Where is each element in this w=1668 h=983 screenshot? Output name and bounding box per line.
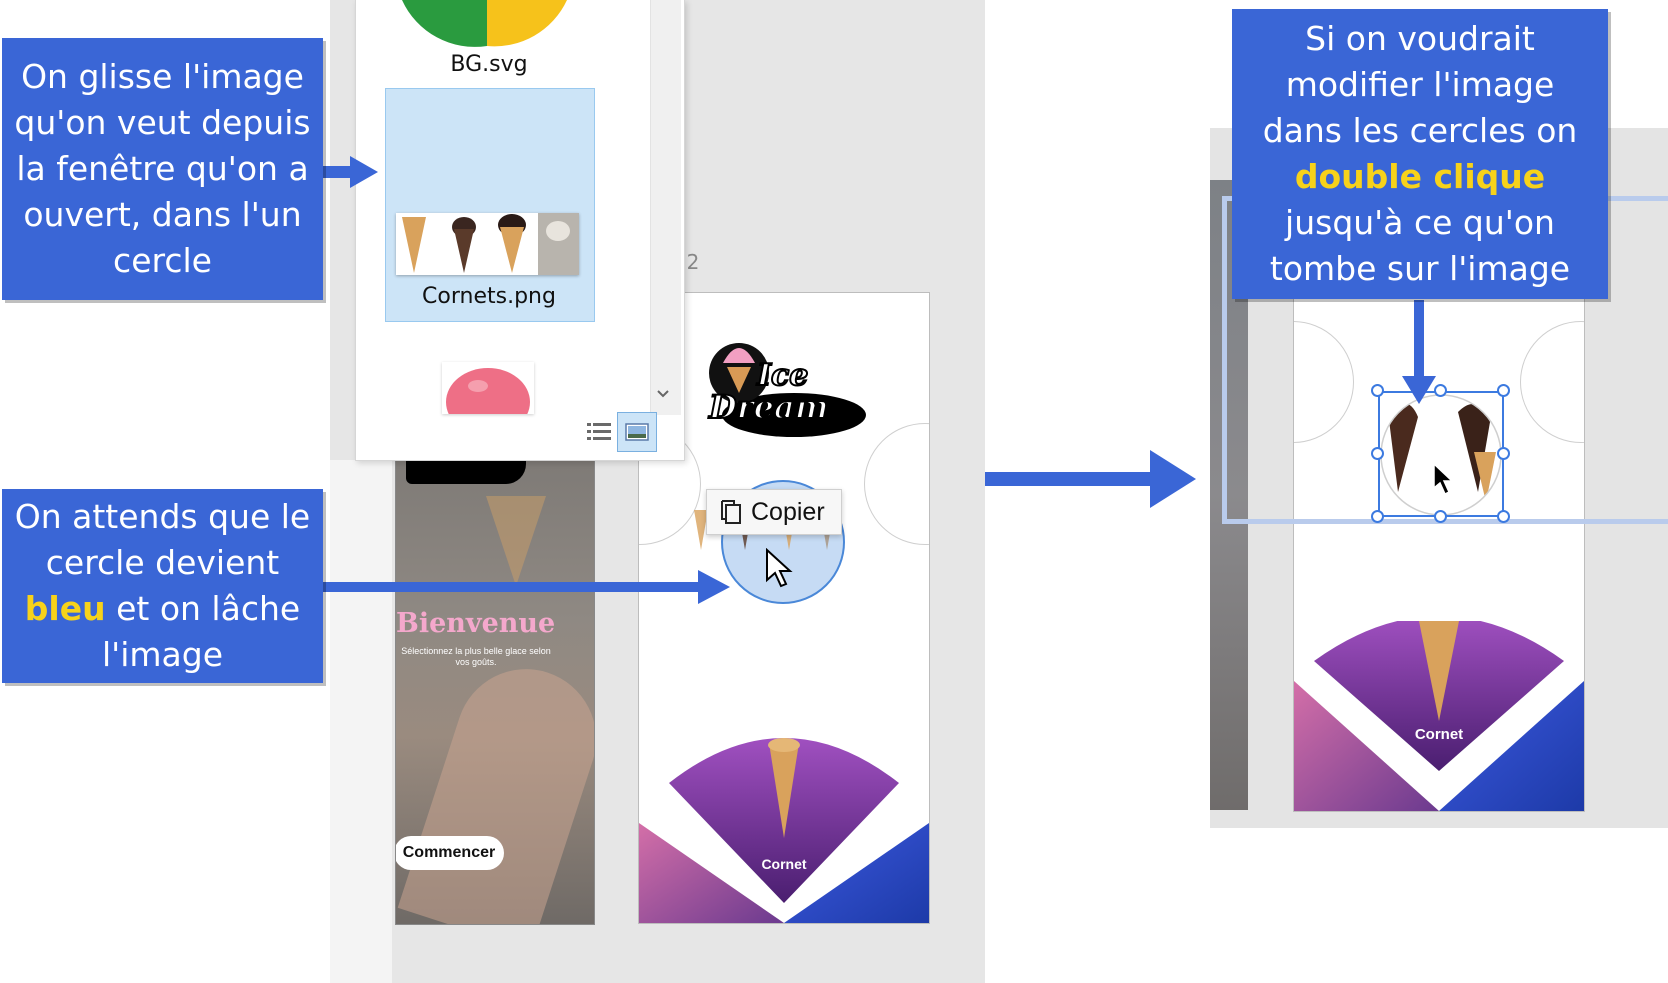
scoop-image-thumbnail[interactable]: [442, 362, 534, 414]
resize-handle-top-left[interactable]: [1371, 384, 1384, 397]
file-name-cornets-png[interactable]: Cornets.png: [422, 284, 556, 309]
cornets-png-thumbnail: [396, 213, 579, 275]
category-wheel[interactable]: Cornet: [639, 733, 929, 923]
logo-line-2: Dream: [708, 388, 829, 426]
zoomed-selection-page[interactable]: Cornet: [1293, 200, 1585, 812]
welcome-title: Bienvenue: [396, 608, 556, 639]
cone-photo: [486, 496, 546, 586]
file-item-cornets-png-selected[interactable]: [385, 88, 595, 322]
zoomed-category-wheel[interactable]: Cornet: [1294, 621, 1584, 811]
arrow-to-zoom-head: [1150, 450, 1196, 508]
mouse-cursor-icon: [766, 548, 793, 588]
callout-wait-text-2: et on lâche l'image: [101, 589, 301, 674]
resize-handle-left[interactable]: [1371, 447, 1384, 460]
ice-dream-logo: Ice Dream: [707, 343, 866, 437]
resize-handle-right[interactable]: [1497, 447, 1510, 460]
callout-edit-text-1: Si on voudrait modifier l'image dans les…: [1262, 19, 1578, 150]
hand-photo: [397, 650, 594, 924]
image-selection-box[interactable]: [1378, 391, 1504, 517]
callout-edit-text-2: jusqu'à ce qu'on tombe sur l'image: [1269, 203, 1571, 288]
large-icons-view-button[interactable]: [617, 412, 657, 452]
callout-drag-text: On glisse l'image qu'on veut depuis la f…: [14, 57, 311, 280]
welcome-tagline: Sélectionnez la plus belle glace selon v…: [401, 646, 551, 667]
right-image-circle[interactable]: [864, 423, 929, 545]
copy-tooltip: Copier: [706, 489, 842, 535]
callout-double-click: Si on voudrait modifier l'image dans les…: [1232, 9, 1608, 299]
resize-handle-bottom-right[interactable]: [1497, 510, 1510, 523]
copy-icon: [721, 500, 741, 524]
scroll-down-chevron-icon[interactable]: [655, 388, 671, 400]
canvas-left-strip: [330, 460, 392, 983]
explorer-scrollbar[interactable]: [650, 0, 681, 415]
details-view-icon[interactable]: [579, 413, 619, 453]
callout-wait-text-1: On attends que le cercle devient: [14, 497, 311, 582]
selection-screen-page[interactable]: Ice Dream Cornet: [638, 292, 930, 924]
resize-handle-top-right[interactable]: [1497, 384, 1510, 397]
zoomed-wheel-label-cornet: Cornet: [1415, 726, 1463, 743]
wheel-label-cornet: Cornet: [761, 856, 806, 872]
logo-line-1: Ice: [756, 358, 808, 393]
callout-edit-highlight: double clique: [1294, 157, 1546, 196]
large-icons-view-icon: [625, 423, 649, 441]
zoomed-center-circle-with-image[interactable]: [1378, 392, 1504, 518]
callout-wait-blue: On attends que le cercle devient bleu et…: [2, 489, 323, 683]
resize-handle-top[interactable]: [1434, 384, 1447, 397]
welcome-screen-page[interactable]: Bienvenue Sélectionnez la plus belle gla…: [395, 455, 595, 925]
callout-wait-highlight: bleu: [24, 589, 106, 628]
callout-drag-image: On glisse l'image qu'on veut depuis la f…: [2, 38, 323, 300]
resize-handle-bottom-left[interactable]: [1371, 510, 1384, 523]
arrow-to-zoom-shaft: [985, 472, 1155, 486]
bg-svg-thumbnail[interactable]: [392, 0, 572, 48]
resize-handle-bottom[interactable]: [1434, 510, 1447, 523]
zoomed-mouse-cursor-icon: [1433, 462, 1454, 496]
file-name-bg-svg[interactable]: BG.svg: [450, 52, 528, 77]
copy-tooltip-label: Copier: [751, 497, 825, 526]
start-button[interactable]: Commencer: [396, 836, 504, 870]
